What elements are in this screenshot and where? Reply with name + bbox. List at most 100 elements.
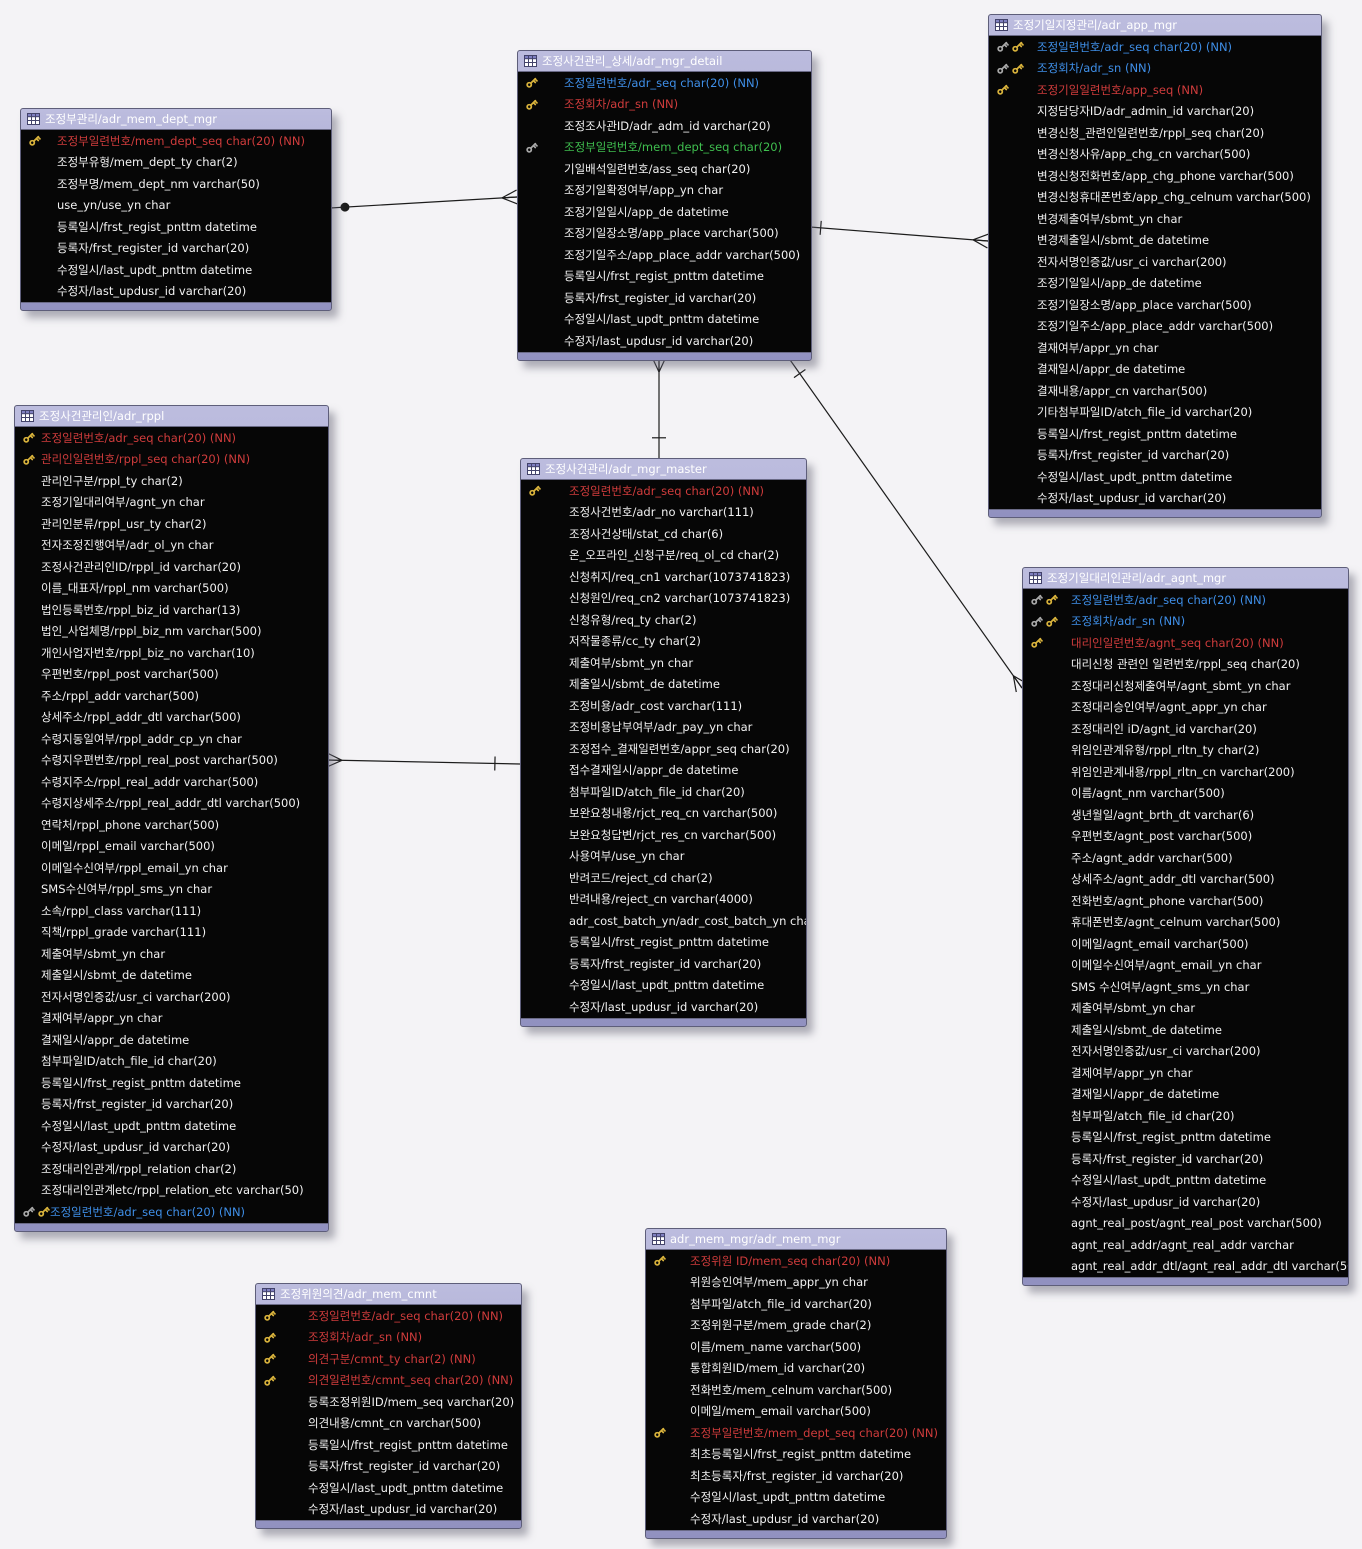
entity-titlebar[interactable]: 조정부관리/adr_mem_dept_mgr xyxy=(21,109,331,129)
field-row[interactable]: 등록자/frst_register_id varchar(20) xyxy=(15,1094,328,1116)
entity-titlebar[interactable]: 조정위원의견/adr_mem_cmnt xyxy=(256,1284,521,1304)
field-row[interactable]: 신청원인/req_cn2 varchar(1073741823) xyxy=(521,588,806,610)
field-row[interactable]: 조정기일일시/app_de datetime xyxy=(989,273,1321,295)
field-row[interactable]: 첨부파일/atch_file_id char(20) xyxy=(1023,1105,1348,1127)
field-row[interactable]: 수정자/last_updusr_id varchar(20) xyxy=(15,1137,328,1159)
field-row[interactable]: 수정일시/last_updt_pnttm datetime xyxy=(15,1115,328,1137)
field-row[interactable]: 조정조사관ID/adr_adm_id varchar(20) xyxy=(518,115,811,137)
field-row[interactable]: 조정회차/adr_sn (NN) xyxy=(1023,611,1348,633)
field-row[interactable]: 최초등록일시/frst_regist_pnttm datetime xyxy=(646,1444,946,1466)
field-row[interactable]: 수정자/last_updusr_id varchar(20) xyxy=(21,281,331,303)
field-row[interactable]: 조정일련번호/adr_seq char(20) (NN) xyxy=(15,1201,328,1223)
entity-titlebar[interactable]: 조정기일대리인관리/adr_agnt_mgr xyxy=(1023,568,1348,588)
field-row[interactable]: 기타첨부파일ID/atch_file_id varchar(20) xyxy=(989,402,1321,424)
entity-titlebar[interactable]: 조정사건관리_상세/adr_mgr_detail xyxy=(518,51,811,71)
field-row[interactable]: 조정대리승인여부/agnt_appr_yn char xyxy=(1023,697,1348,719)
field-row[interactable]: 조정회차/adr_sn (NN) xyxy=(256,1327,521,1349)
field-row[interactable]: 조정비용/adr_cost varchar(111) xyxy=(521,695,806,717)
field-row[interactable]: 상세주소/rppl_addr_dtl varchar(500) xyxy=(15,707,328,729)
field-row[interactable]: 조정부명/mem_dept_nm varchar(50) xyxy=(21,173,331,195)
field-row[interactable]: 변경신청_관련인일련번호/rppl_seq char(20) xyxy=(989,122,1321,144)
field-row[interactable]: 조정기일대리여부/agnt_yn char xyxy=(15,492,328,514)
field-row[interactable]: 등록자/frst_register_id varchar(20) xyxy=(256,1456,521,1478)
field-row[interactable]: 수정일시/last_updt_pnttm datetime xyxy=(521,975,806,997)
field-row[interactable]: 등록자/frst_register_id varchar(20) xyxy=(521,953,806,975)
field-row[interactable]: 보완요청답변/rjct_res_cn varchar(500) xyxy=(521,824,806,846)
field-row[interactable]: 이메일/agnt_email varchar(500) xyxy=(1023,933,1348,955)
field-row[interactable]: 등록일시/frst_regist_pnttm datetime xyxy=(1023,1127,1348,1149)
field-row[interactable]: 조정비용납부여부/adr_pay_yn char xyxy=(521,717,806,739)
field-row[interactable]: 지정담당자ID/adr_admin_id varchar(20) xyxy=(989,101,1321,123)
field-row[interactable]: 주소/rppl_addr varchar(500) xyxy=(15,685,328,707)
field-row[interactable]: 접수결재일시/appr_de datetime xyxy=(521,760,806,782)
field-row[interactable]: 조정기일주소/app_place_addr varchar(500) xyxy=(518,244,811,266)
field-row[interactable]: 첨부파일ID/atch_file_id char(20) xyxy=(521,781,806,803)
field-row[interactable]: 등록일시/frst_regist_pnttm datetime xyxy=(21,216,331,238)
field-row[interactable]: 소속/rppl_class varchar(111) xyxy=(15,900,328,922)
field-row[interactable]: 조정위원 ID/mem_seq char(20) (NN) xyxy=(646,1250,946,1272)
field-row[interactable]: 제출일시/sbmt_de datetime xyxy=(1023,1019,1348,1041)
field-row[interactable]: 보완요청내용/rjct_req_cn varchar(500) xyxy=(521,803,806,825)
field-row[interactable]: 결재일시/appr_de datetime xyxy=(1023,1084,1348,1106)
field-row[interactable]: 조정일련번호/adr_seq char(20) (NN) xyxy=(256,1305,521,1327)
field-row[interactable]: 이름/mem_name varchar(500) xyxy=(646,1336,946,1358)
field-row[interactable]: 주소/agnt_addr varchar(500) xyxy=(1023,847,1348,869)
field-row[interactable]: 이메일/mem_email varchar(500) xyxy=(646,1401,946,1423)
field-row[interactable]: 수정자/last_updusr_id varchar(20) xyxy=(646,1508,946,1530)
field-row[interactable]: 조정일련번호/adr_seq char(20) (NN) xyxy=(518,72,811,94)
field-row[interactable]: 신청유형/req_ty char(2) xyxy=(521,609,806,631)
field-row[interactable]: agnt_real_addr/agnt_real_addr varchar xyxy=(1023,1234,1348,1256)
field-row[interactable]: 조정일련번호/adr_seq char(20) (NN) xyxy=(1023,589,1348,611)
field-row[interactable]: 전자서명인증값/usr_ci varchar(200) xyxy=(989,251,1321,273)
field-row[interactable]: 수령지우편번호/rppl_real_post varchar(500) xyxy=(15,750,328,772)
field-row[interactable]: 사용여부/use_yn char xyxy=(521,846,806,868)
field-row[interactable]: 조정회차/adr_sn (NN) xyxy=(518,94,811,116)
field-row[interactable]: 조정기일일시/app_de datetime xyxy=(518,201,811,223)
field-row[interactable]: 조정일련번호/adr_seq char(20) (NN) xyxy=(15,427,328,449)
field-row[interactable]: 수정일시/last_updt_pnttm datetime xyxy=(646,1487,946,1509)
field-row[interactable]: 등록일시/frst_regist_pnttm datetime xyxy=(256,1434,521,1456)
field-row[interactable]: 조정일련번호/adr_seq char(20) (NN) xyxy=(521,480,806,502)
field-row[interactable]: 조정대리인관계/rppl_relation char(2) xyxy=(15,1158,328,1180)
field-row[interactable]: 제출여부/sbmt_yn char xyxy=(521,652,806,674)
field-row[interactable]: 우편번호/agnt_post varchar(500) xyxy=(1023,826,1348,848)
field-row[interactable]: 결재여부/appr_yn char xyxy=(15,1008,328,1030)
entity-titlebar[interactable]: 조정사건관리인/adr_rppl xyxy=(15,406,328,426)
field-row[interactable]: 관리인구분/rppl_ty char(2) xyxy=(15,470,328,492)
relationship-line-rppl-to-master[interactable] xyxy=(326,759,521,765)
field-row[interactable]: 등록자/frst_register_id varchar(20) xyxy=(1023,1148,1348,1170)
relationship-line-detail-to-agnt-mgr[interactable] xyxy=(787,356,1023,689)
field-row[interactable]: 관리인분류/rppl_usr_ty char(2) xyxy=(15,513,328,535)
field-row[interactable]: 수정일시/last_updt_pnttm datetime xyxy=(21,259,331,281)
field-row[interactable]: 조정부유형/mem_dept_ty char(2) xyxy=(21,152,331,174)
field-row[interactable]: 위임인관계유형/rppl_rltn_ty char(2) xyxy=(1023,740,1348,762)
field-row[interactable]: 수정자/last_updusr_id varchar(20) xyxy=(989,488,1321,510)
field-row[interactable]: 개인사업자번호/rppl_biz_no varchar(10) xyxy=(15,642,328,664)
field-row[interactable]: 결제여부/appr_yn char xyxy=(1023,1062,1348,1084)
field-row[interactable]: 조정사건관리인ID/rppl_id varchar(20) xyxy=(15,556,328,578)
field-row[interactable]: 반려코드/reject_cd char(2) xyxy=(521,867,806,889)
field-row[interactable]: SMS 수신여부/agnt_sms_yn char xyxy=(1023,976,1348,998)
field-row[interactable]: 이름_대표자/rppl_nm varchar(500) xyxy=(15,578,328,600)
field-row[interactable]: 등록자/frst_register_id varchar(20) xyxy=(518,287,811,309)
field-row[interactable]: 조정일련번호/adr_seq char(20) (NN) xyxy=(989,36,1321,58)
field-row[interactable]: 이메일수신여부/rppl_email_yn char xyxy=(15,857,328,879)
field-row[interactable]: 대리신청 관련인 일련번호/rppl_seq char(20) xyxy=(1023,654,1348,676)
field-row[interactable]: 수정일시/last_updt_pnttm datetime xyxy=(1023,1170,1348,1192)
field-row[interactable]: 위임인관계내용/rppl_rltn_cn varchar(200) xyxy=(1023,761,1348,783)
field-row[interactable]: 변경신청사유/app_chg_cn varchar(500) xyxy=(989,144,1321,166)
field-row[interactable]: 결재내용/appr_cn varchar(500) xyxy=(989,380,1321,402)
field-row[interactable]: 관리인일련번호/rppl_seq char(20) (NN) xyxy=(15,449,328,471)
field-row[interactable]: 조정대리인 iD/agnt_id varchar(20) xyxy=(1023,718,1348,740)
field-row[interactable]: 저작물종류/cc_ty char(2) xyxy=(521,631,806,653)
field-row[interactable]: 법인등록번호/rppl_biz_id varchar(13) xyxy=(15,599,328,621)
field-row[interactable]: 연락처/rppl_phone varchar(500) xyxy=(15,814,328,836)
field-row[interactable]: 조정사건번호/adr_no varchar(111) xyxy=(521,502,806,524)
field-row[interactable]: 의견일련번호/cmnt_seq char(20) (NN) xyxy=(256,1370,521,1392)
field-row[interactable]: 변경신청휴대폰번호/app_chg_celnum varchar(500) xyxy=(989,187,1321,209)
field-row[interactable]: 수정자/last_updusr_id varchar(20) xyxy=(518,330,811,352)
